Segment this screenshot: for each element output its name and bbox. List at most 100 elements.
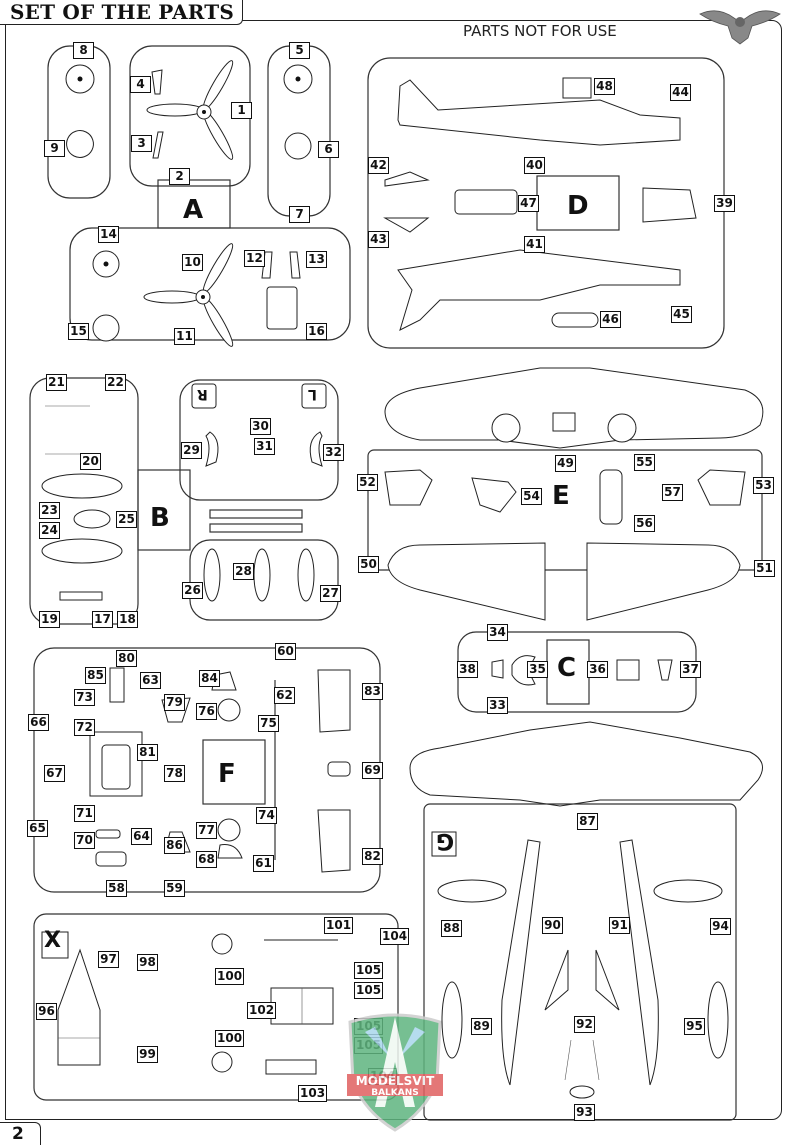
part-label: 18 [117, 611, 138, 628]
part-label: 67 [44, 765, 65, 782]
page-number: 2 [12, 1124, 24, 1144]
part-label: 58 [106, 880, 127, 897]
part-label: 79 [164, 694, 185, 711]
part-label: 91 [609, 917, 630, 934]
part-label: 78 [164, 765, 185, 782]
part-label: 44 [670, 84, 691, 101]
part-label: 9 [44, 140, 65, 157]
part-label: 90 [542, 917, 563, 934]
part-label: 76 [196, 703, 217, 720]
part-label: 73 [74, 689, 95, 706]
part-label: 26 [182, 582, 203, 599]
part-label: 70 [74, 832, 95, 849]
part-label: 54 [521, 488, 542, 505]
part-label: 101 [324, 917, 354, 934]
part-label: 45 [671, 306, 692, 323]
sprue-x [33, 913, 399, 1101]
sprue-label-d: D [567, 191, 589, 221]
part-label: 96 [36, 1003, 57, 1020]
part-label: 77 [196, 822, 217, 839]
part-label: 46 [600, 311, 621, 328]
part-label: 35 [527, 661, 548, 678]
part-label: 37 [680, 661, 701, 678]
marker-l: L [308, 386, 317, 402]
part-label: 43 [368, 231, 389, 248]
part-label: 88 [441, 920, 462, 937]
part-label: 63 [140, 672, 161, 689]
part-label: 102 [247, 1002, 277, 1019]
part-label: 36 [587, 661, 608, 678]
part-label: 30 [250, 418, 271, 435]
part-label: 4 [130, 76, 151, 93]
sprue-label-x: X [44, 928, 61, 953]
part-label: 12 [244, 250, 265, 267]
part-label: 86 [164, 837, 185, 854]
part-label: 83 [362, 683, 383, 700]
part-label: 15 [68, 323, 89, 340]
part-label: 93 [574, 1104, 595, 1121]
part-label: 20 [80, 453, 101, 470]
part-label: 72 [74, 719, 95, 736]
part-label: 25 [116, 511, 137, 528]
part-label: 7 [289, 206, 310, 223]
part-label: 11 [174, 328, 195, 345]
part-label: 85 [85, 667, 106, 684]
part-label: 65 [27, 820, 48, 837]
part-label: 81 [137, 744, 158, 761]
part-label: 31 [254, 438, 275, 455]
part-label: 21 [46, 374, 67, 391]
part-label: 55 [634, 454, 655, 471]
part-label: 13 [306, 251, 327, 268]
part-label: 8 [73, 42, 94, 59]
part-label: 71 [74, 805, 95, 822]
part-label: 29 [181, 442, 202, 459]
owl-icon [699, 10, 781, 45]
part-label: 50 [358, 556, 379, 573]
part-label: 74 [256, 807, 277, 824]
part-label: 89 [471, 1018, 492, 1035]
part-label: 105 [354, 962, 384, 979]
part-label: 94 [710, 918, 731, 935]
part-label: 62 [274, 687, 295, 704]
page-number-tab: 2 [0, 1122, 41, 1145]
part-label: 98 [137, 954, 158, 971]
part-label: 5 [289, 42, 310, 59]
logo-text-1: MODELSVIT [356, 1074, 435, 1088]
part-label: 33 [487, 697, 508, 714]
part-label: 57 [662, 484, 683, 501]
sprue-a [47, 45, 351, 347]
part-label: 41 [524, 236, 545, 253]
part-label: 2 [169, 168, 190, 185]
parts-not-for-use-note: PARTS NOT FOR USE [463, 22, 617, 40]
part-label: 49 [555, 455, 576, 472]
part-label: 100 [215, 968, 245, 985]
part-label: 87 [577, 813, 598, 830]
page-title: SET OF THE PARTS [10, 0, 235, 24]
part-label: 42 [368, 157, 389, 174]
part-label: 1 [231, 102, 252, 119]
part-label: 61 [253, 855, 274, 872]
sprue-g [409, 721, 763, 1121]
part-label: 48 [594, 78, 615, 95]
sprue-d [367, 57, 725, 349]
part-label: 24 [39, 522, 60, 539]
part-label: 99 [137, 1046, 158, 1063]
part-label: 103 [298, 1085, 328, 1102]
sprue-label-c: C [557, 653, 577, 683]
part-label: 60 [275, 643, 296, 660]
part-label: 69 [362, 762, 383, 779]
sprue-label-f: F [218, 759, 236, 789]
part-label: 56 [634, 515, 655, 532]
part-label: 28 [233, 563, 254, 580]
part-label: 47 [518, 195, 539, 212]
part-label: 68 [196, 851, 217, 868]
title-tab: SET OF THE PARTS [0, 0, 244, 25]
part-label: 105 [354, 982, 384, 999]
part-label: 84 [199, 670, 220, 687]
part-label: 95 [684, 1018, 705, 1035]
part-label: 92 [574, 1016, 595, 1033]
part-label: 53 [753, 477, 774, 494]
sprue-label-a: A [183, 195, 204, 225]
part-label: 59 [164, 880, 185, 897]
